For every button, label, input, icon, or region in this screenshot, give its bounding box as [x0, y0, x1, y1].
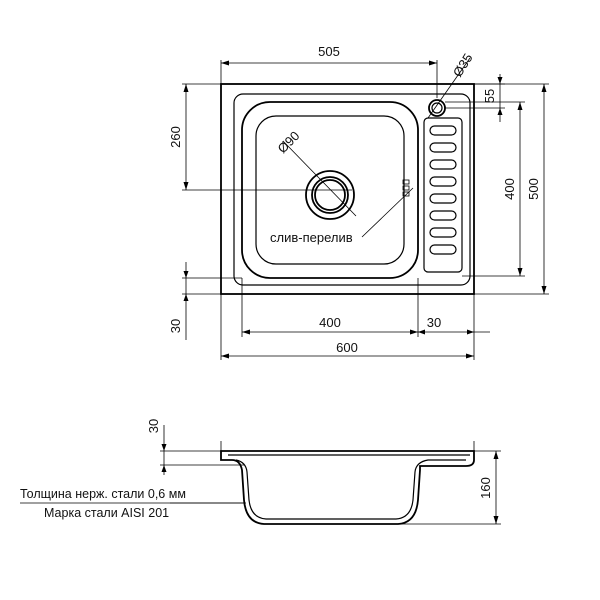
dim-side-margin [418, 294, 490, 337]
note-steel-thickness: Толщина нерж. стали 0,6 мм [20, 487, 186, 501]
dim-overall-width [220, 60, 438, 98]
note-steel-grade: Марка стали AISI 201 [44, 506, 169, 520]
sink-inner-frame [233, 93, 471, 286]
dim-bowl-depth-distance-label: 260 [168, 126, 183, 148]
drainer-rib [429, 193, 457, 204]
drain-diameter-leader [282, 140, 357, 217]
drainer-frame [423, 117, 463, 273]
dim-total-width [220, 294, 475, 360]
dim-depth [398, 450, 501, 525]
drain-hole [305, 170, 355, 220]
dim-bowl-width [241, 278, 419, 337]
drainer-ribs [429, 125, 457, 255]
dim-bottom-margin [182, 262, 242, 340]
drainer-rib [429, 176, 457, 187]
drainer-rib [429, 142, 457, 153]
side-view: 160 30 Толщина нерж. стали 0,6 мм Марка … [20, 419, 501, 525]
callout-leader [361, 187, 414, 238]
overflow-diameter-leader [427, 57, 471, 119]
overflow-channel-mark [402, 179, 410, 197]
drainer-rib [429, 125, 457, 136]
dim-overflow-diameter-label: Ø35 [450, 51, 476, 80]
top-view: 505 Ø35 Ø90 55 400 500 [168, 44, 549, 360]
sink-outline [220, 83, 475, 295]
dim-total-width-label: 600 [336, 340, 358, 355]
dim-drain-diameter-label: Ø90 [275, 128, 303, 156]
drainer-rib [429, 210, 457, 221]
dim-rim-height-label: 30 [146, 419, 161, 433]
drainer-rib [429, 227, 457, 238]
dim-bowl-width-label: 400 [319, 315, 341, 330]
drainer-rib [429, 244, 457, 255]
dim-outer-height-label: 500 [526, 178, 541, 200]
dim-side-margin-label: 30 [427, 315, 441, 330]
dim-outer-height [474, 83, 549, 295]
dim-depth-label: 160 [478, 477, 493, 499]
dim-bottom-margin-label: 30 [168, 319, 183, 333]
dim-overall-width-label: 505 [318, 44, 340, 59]
callout-drain-overflow: слив-перелив [270, 230, 353, 245]
dim-overflow-offset-label: 55 [482, 89, 497, 103]
dim-bowl-depth-distance [182, 83, 221, 190]
dim-bowl-height [445, 101, 525, 277]
drainer-rib [429, 159, 457, 170]
dim-bowl-height-label: 400 [502, 178, 517, 200]
sink-profile-outer [220, 450, 475, 525]
sink-profile-inner [228, 454, 470, 520]
